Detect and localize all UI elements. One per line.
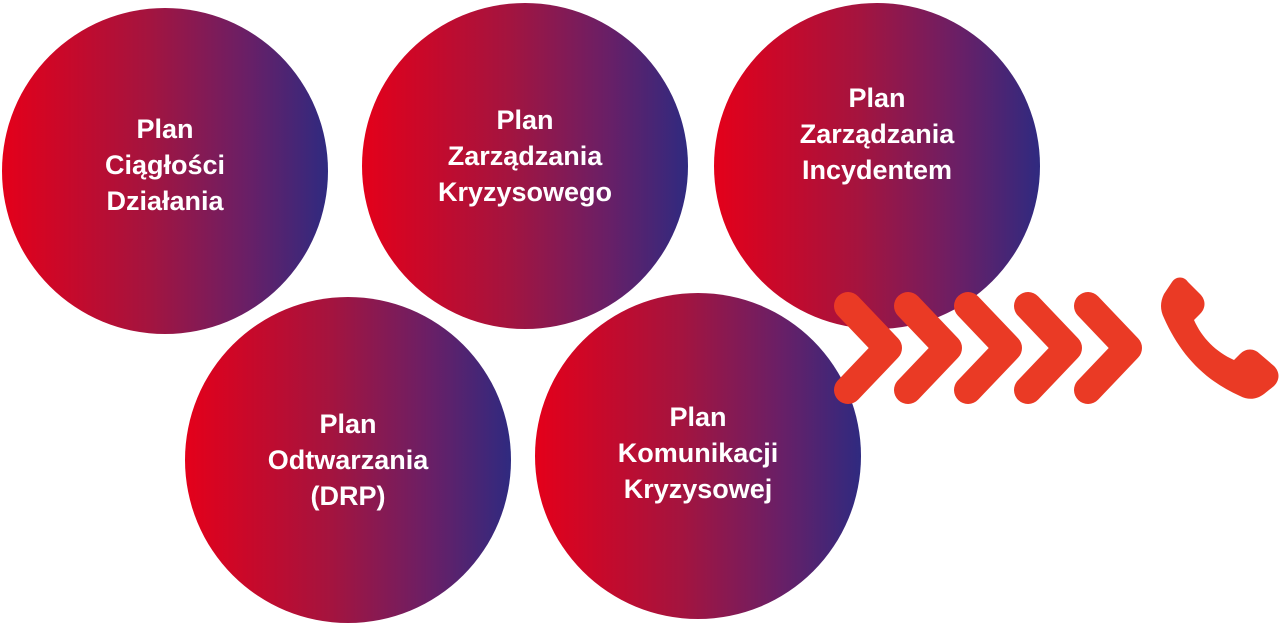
chevron-arrows-graphic xyxy=(834,277,1279,404)
label-line: Plan xyxy=(136,114,194,144)
chevron-right-icon xyxy=(834,292,902,404)
label-line: Plan xyxy=(496,105,554,135)
label-line: Plan xyxy=(319,409,377,439)
circle-business-continuity-plan: Plan Ciągłości Działania xyxy=(2,8,328,334)
circle-incident-management-plan: Plan Zarządzania Incydentem xyxy=(714,3,1040,329)
label-line: Komunikacji xyxy=(617,438,779,468)
circle-label: Plan Odtwarzania (DRP) xyxy=(268,406,429,514)
label-line: Plan xyxy=(848,83,906,113)
label-line: Plan xyxy=(669,402,727,432)
label-line: Kryzysowej xyxy=(623,474,773,504)
circle-label: Plan Zarządzania Incydentem xyxy=(800,80,955,188)
label-line: Kryzysowego xyxy=(437,177,613,207)
label-line: (DRP) xyxy=(310,481,386,511)
circle-label: Plan Ciągłości Działania xyxy=(105,111,225,219)
circle-disaster-recovery-plan: Plan Odtwarzania (DRP) xyxy=(185,297,511,623)
chevron-right-icon xyxy=(1074,292,1142,404)
circle-label: Plan Zarządzania Kryzysowego xyxy=(438,102,612,210)
circle-label: Plan Komunikacji Kryzysowej xyxy=(618,399,779,507)
label-line: Zarządzania xyxy=(447,141,603,171)
phone-icon xyxy=(1161,277,1279,399)
label-line: Działania xyxy=(106,186,224,216)
chevron-right-icon xyxy=(894,292,962,404)
circle-crisis-communication-plan: Plan Komunikacji Kryzysowej xyxy=(535,293,861,619)
label-line: Odtwarzania xyxy=(267,445,429,475)
label-line: Ciągłości xyxy=(104,150,226,180)
label-line: Incydentem xyxy=(801,155,953,185)
circle-crisis-management-plan: Plan Zarządzania Kryzysowego xyxy=(362,3,688,329)
label-line: Zarządzania xyxy=(799,119,955,149)
chevron-right-icon xyxy=(954,292,1022,404)
chevron-right-icon xyxy=(1014,292,1082,404)
